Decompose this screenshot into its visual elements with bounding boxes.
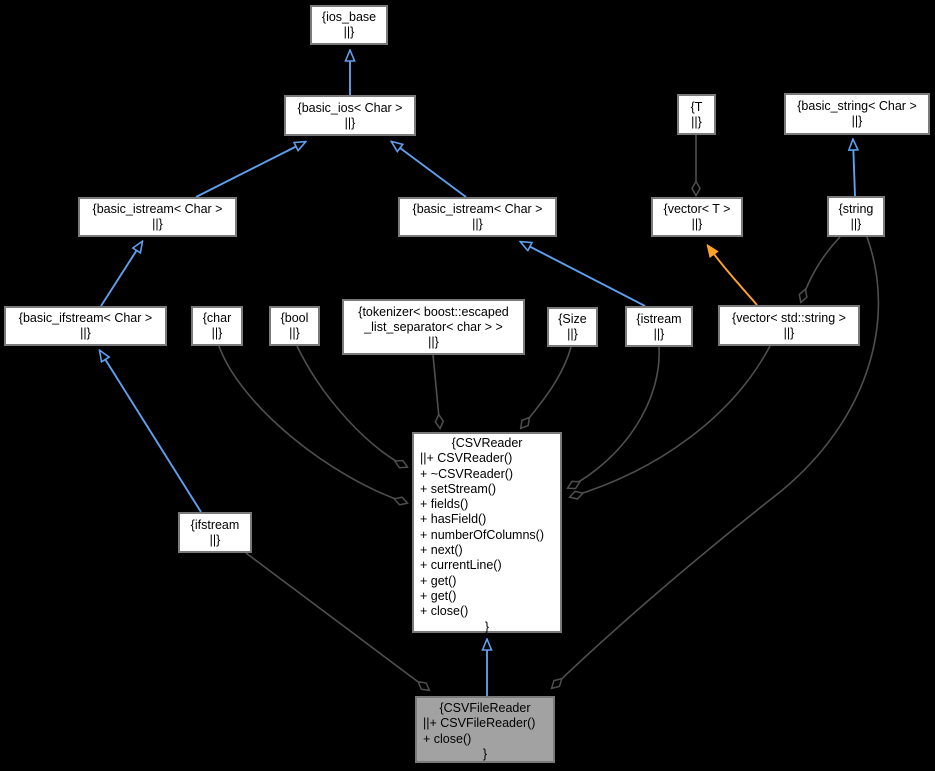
node-label: ||}: [691, 114, 702, 129]
node-bool[interactable]: {bool ||}: [269, 306, 320, 346]
node-member: + next(): [420, 543, 463, 558]
node-member: + get(): [420, 573, 457, 588]
node-label: ||}: [783, 325, 795, 340]
node-label: {basic_istream< Char >: [412, 202, 543, 216]
node-tokenizer[interactable]: {tokenizer< boost::escaped _list_separat…: [342, 299, 525, 355]
node-label: ||}: [567, 327, 578, 341]
node-label: ||}: [211, 326, 223, 340]
edge-string-to-csvfilereader: [552, 236, 880, 688]
edge-size-to-csvreader: [521, 346, 572, 428]
edge-ifstream-to-basic_ifstream: [100, 351, 202, 513]
node-member: + get(): [420, 588, 457, 603]
node-label: {basic_istream< Char >: [92, 202, 223, 216]
edge-vector_std_string-to-vector_t: [708, 246, 758, 306]
node-label: {Size: [558, 312, 587, 326]
edge-bool-to-csvreader: [296, 345, 407, 467]
node-label: {CSVFileReader: [439, 701, 531, 715]
node-member: + setStream(): [420, 481, 497, 496]
node-ios-base[interactable]: {ios_base ||}: [310, 5, 388, 45]
node-member: + numberOfColumns(): [420, 527, 544, 542]
node-label: {CSVReader: [451, 436, 523, 450]
edge-basic_istream_left-to-basic_ios: [195, 142, 305, 198]
node-label: {vector< T >: [663, 202, 731, 216]
edge-string-to-vector_std_string: [801, 236, 841, 302]
node-label: _list_separator< char > >: [364, 319, 503, 334]
node-csvfilereader[interactable]: {CSVFileReader ||+ CSVFileReader() + clo…: [415, 696, 555, 763]
edge-char-to-csvreader: [218, 345, 407, 503]
node-basic-ifstream[interactable]: {basic_ifstream< Char > ||}: [4, 306, 167, 346]
node-char[interactable]: {char ||}: [191, 306, 243, 346]
node-member: ||+ CSVReader(): [420, 451, 513, 466]
node-csvreader[interactable]: {CSVReader ||+ CSVReader() + ~CSVReader(…: [412, 432, 562, 634]
node-member: + ~CSVReader(): [420, 466, 514, 481]
node-label: ||}: [691, 217, 703, 231]
node-member: + close(): [423, 731, 472, 746]
node-basic-string[interactable]: {basic_string< Char > ||}: [784, 93, 930, 135]
edge-vector_std_string-to-csvreader: [570, 345, 771, 497]
edge-ifstream-to-csvfilereader: [245, 552, 429, 690]
node-label: ||}: [343, 25, 355, 39]
node-label: ||}: [653, 326, 665, 341]
edge-istream-to-basic_istream_center: [521, 242, 646, 307]
node-label: ||}: [472, 217, 483, 231]
node-label: {bool: [280, 311, 309, 325]
edge-tokenizer-to-csvreader: [432, 354, 440, 428]
node-label: {tokenizer< boost::escaped: [358, 304, 509, 319]
node-istream[interactable]: {istream ||}: [625, 306, 693, 347]
node-label: {istream: [636, 311, 682, 326]
node-label: ||}: [289, 326, 300, 340]
node-label: ||}: [428, 334, 439, 349]
node-label: ||}: [80, 326, 91, 340]
node-basic-istream-left[interactable]: {basic_istream< Char > ||}: [78, 197, 237, 237]
node-member: ||+ CSVFileReader(): [423, 716, 536, 731]
node-label: {string: [838, 201, 874, 216]
node-label: {char: [202, 311, 232, 325]
node-label: {basic_ios< Char >: [297, 100, 403, 115]
node-label: ||}: [344, 115, 356, 130]
node-label: {T: [690, 99, 703, 114]
node-basic-istream-center[interactable]: {basic_istream< Char > ||}: [398, 197, 557, 237]
node-label: }: [484, 619, 490, 634]
edge-string-to-basic_string: [853, 140, 855, 197]
node-ifstream[interactable]: {ifstream ||}: [178, 512, 252, 553]
node-label: ||}: [851, 114, 863, 128]
node-member: + close(): [420, 604, 469, 619]
edge-basic_istream_center-to-basic_ios: [392, 142, 467, 198]
node-member: + fields(): [420, 497, 469, 512]
node-vector-t[interactable]: {vector< T > ||}: [651, 197, 743, 237]
node-label: ||}: [152, 217, 163, 231]
node-label: {basic_ifstream< Char >: [18, 311, 153, 325]
node-label: ||}: [850, 216, 862, 231]
node-t[interactable]: {T ||}: [677, 94, 716, 135]
node-label: {ifstream: [190, 517, 240, 532]
node-string[interactable]: {string ||}: [827, 196, 885, 237]
edge-basic_ifstream-to-basic_istream_left: [100, 242, 142, 307]
node-size[interactable]: {Size ||}: [547, 307, 598, 347]
node-vector-std-string[interactable]: {vector< std::string > ||}: [718, 305, 860, 346]
node-label: ||}: [209, 532, 221, 547]
node-label: {basic_string< Char >: [797, 99, 917, 113]
node-member: + currentLine(): [420, 558, 502, 573]
edge-istream-to-csvreader: [568, 346, 660, 488]
node-label: {ios_base: [321, 10, 377, 24]
node-label: {vector< std::string >: [732, 310, 846, 325]
node-basic-ios[interactable]: {basic_ios< Char > ||}: [284, 95, 416, 136]
node-member: + hasField(): [420, 512, 487, 527]
node-label: }: [482, 746, 488, 761]
